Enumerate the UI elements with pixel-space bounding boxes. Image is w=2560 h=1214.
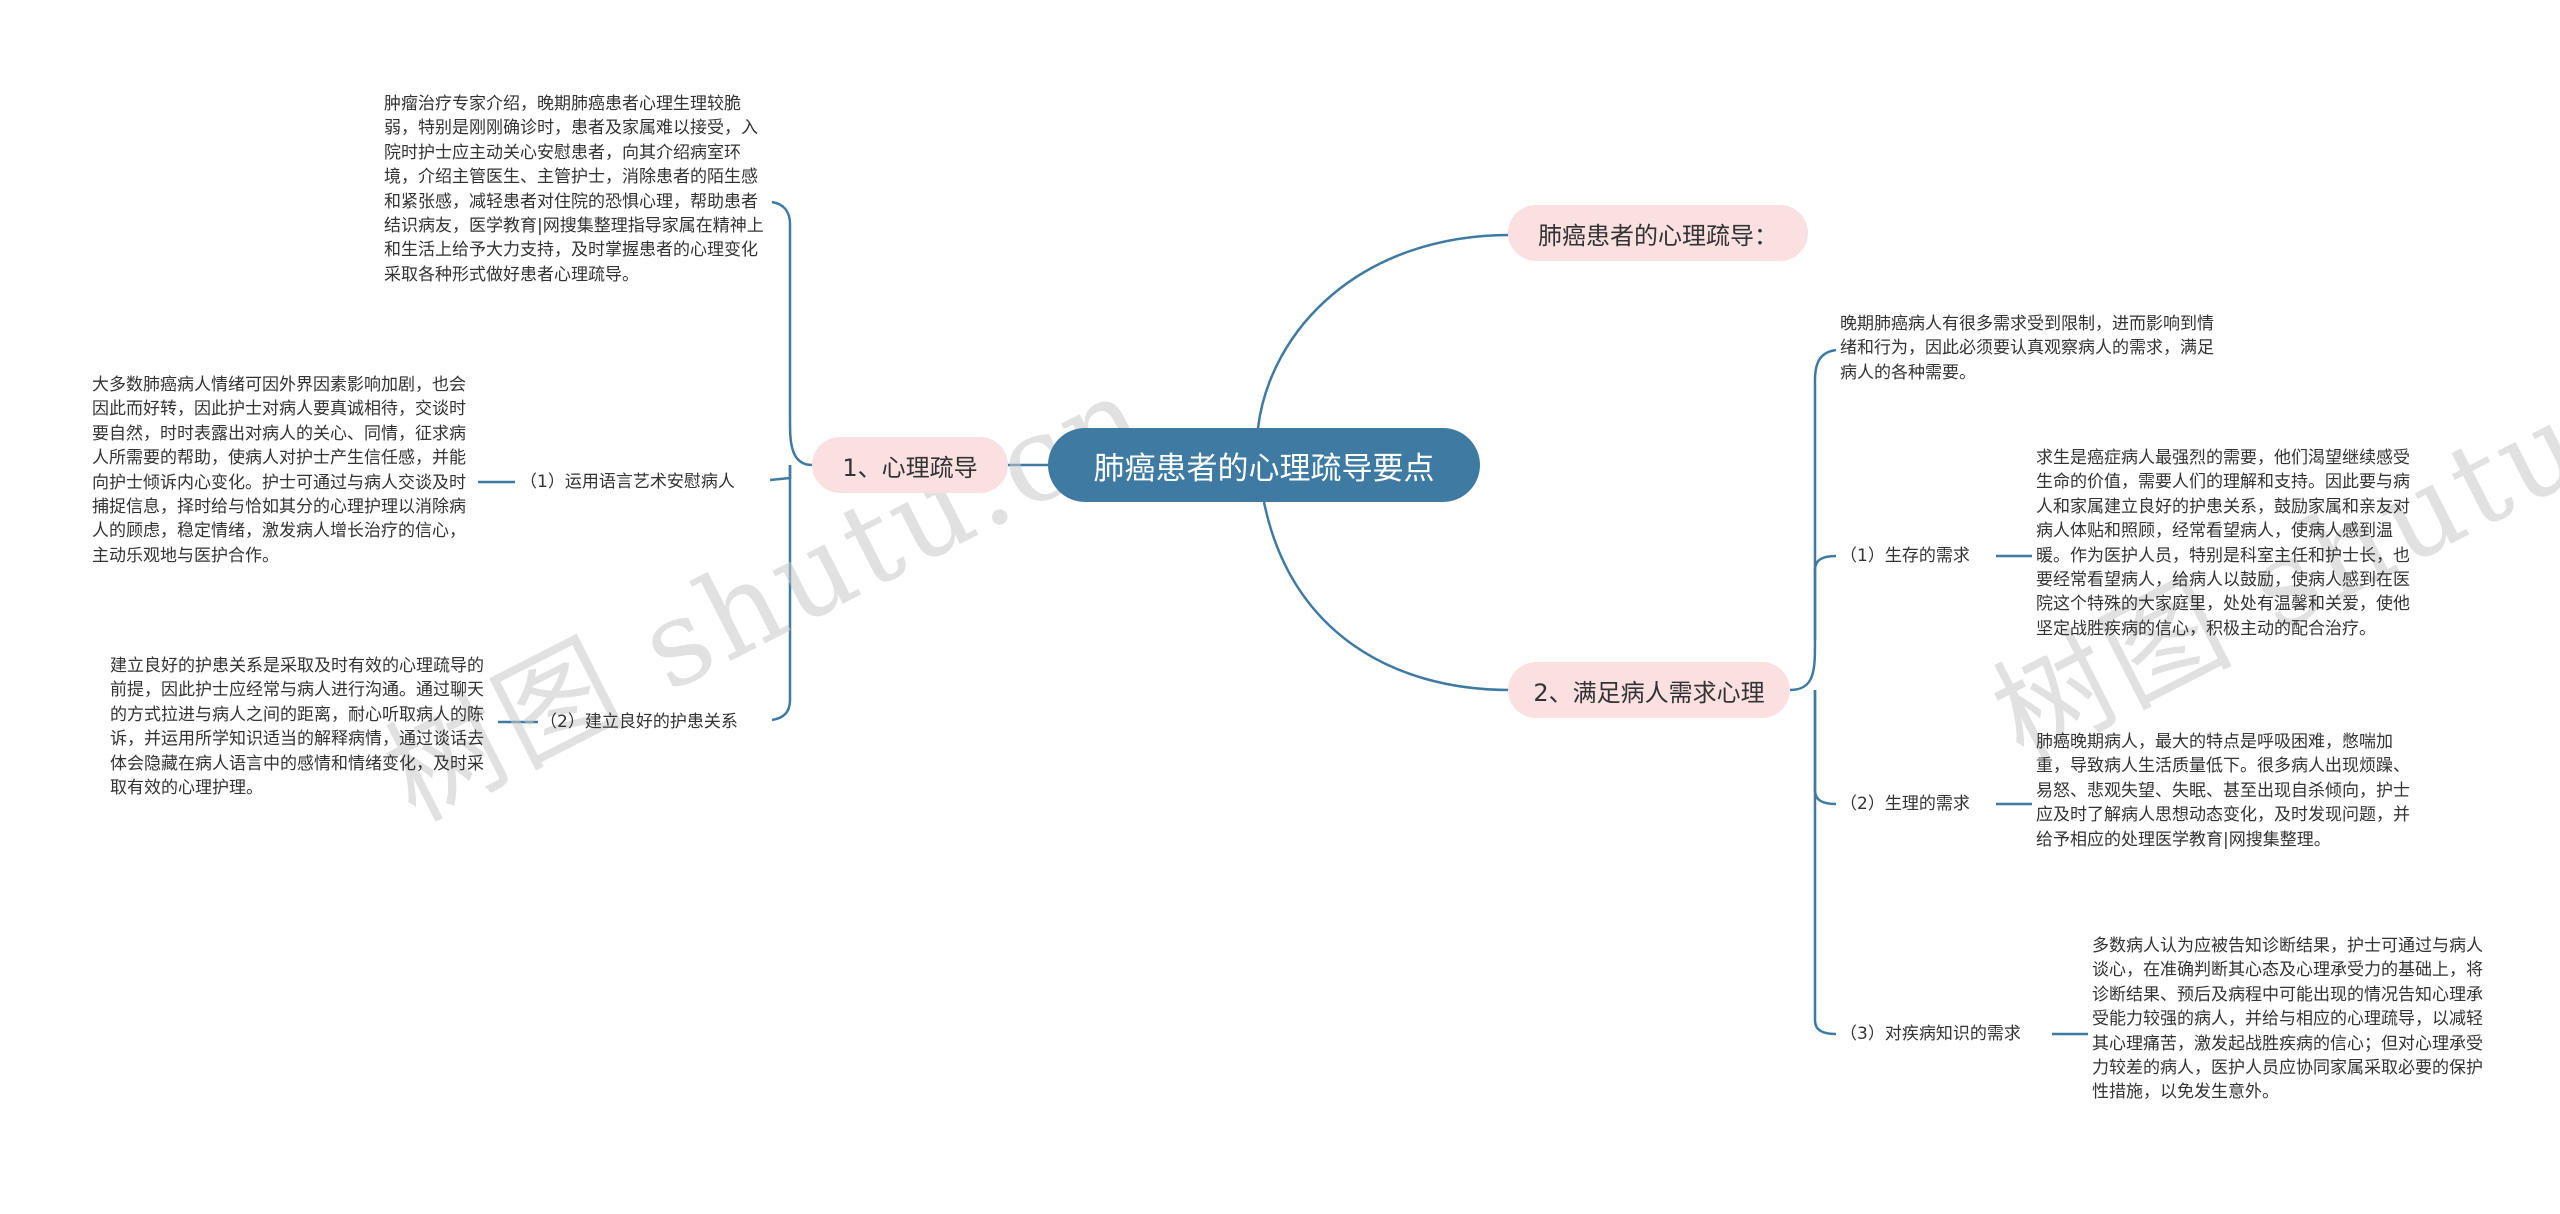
connector-counsel-item1 xyxy=(769,465,792,482)
connector-counsel-bracket xyxy=(771,200,813,467)
needs-item-1-text: 求生是癌症病人最强烈的需要，他们渴望继续感受生命的价值，需要人们的理解和支持。因… xyxy=(2036,448,2410,639)
counsel-item-2-text: 建立良好的护患关系是采取及时有效的心理疏导的前提，因此护士应经常与病人进行沟通。… xyxy=(110,656,484,799)
needs-item-3-label[interactable]: （3）对疾病知识的需求 xyxy=(1840,1024,2021,1044)
connector-counsel-item2 xyxy=(771,465,792,722)
connector-root-intro xyxy=(1256,233,1511,429)
needs-item-1-label[interactable]: （1）生存的需求 xyxy=(1840,546,1970,566)
branch-needs[interactable]: 2、满足病人需求心理 xyxy=(1508,662,1790,718)
needs-intro-text: 晚期肺癌病人有很多需求受到限制，进而影响到情绪和行为，因此必须要认真观察病人的需… xyxy=(1840,314,2214,383)
connector-needs-item3 xyxy=(1813,690,1837,1036)
counsel-intro-text: 肿瘤治疗专家介绍，晚期肺癌患者心理生理较脆弱，特别是刚刚确诊时，患者及家属难以接… xyxy=(384,94,764,285)
needs-item-3-text: 多数病人认为应被告知诊断结果，护士可通过与病人谈心，在准确判断其心态及心理承受力… xyxy=(2092,936,2483,1103)
needs-item-2-label[interactable]: （2）生理的需求 xyxy=(1840,794,1970,814)
counsel-item-1-label[interactable]: （1）运用语言艺术安慰病人 xyxy=(520,472,735,492)
counsel-item-1-text: 大多数肺癌病人情绪可因外界因素影响加剧，也会因此而好转，因此护士对病人要真诚相待… xyxy=(92,375,466,566)
branch-counsel[interactable]: 1、心理疏导 xyxy=(812,437,1008,493)
needs-item-2-text: 肺癌晚期病人，最大的特点是呼吸困难，憋喘加重，导致病人生活质量低下。很多病人出现… xyxy=(2036,732,2410,850)
root-topic[interactable]: 肺癌患者的心理疏导要点 xyxy=(1048,428,1480,502)
counsel-item-2-label[interactable]: （2）建立良好的护患关系 xyxy=(540,712,738,732)
branch-intro[interactable]: 肺癌患者的心理疏导： xyxy=(1508,205,1808,261)
connector-needs-item2 xyxy=(1813,690,1837,806)
connector-needs-bracket xyxy=(1789,348,1837,692)
connector-needs-item1 xyxy=(1813,554,1837,640)
connector-root-needs xyxy=(1262,501,1511,692)
